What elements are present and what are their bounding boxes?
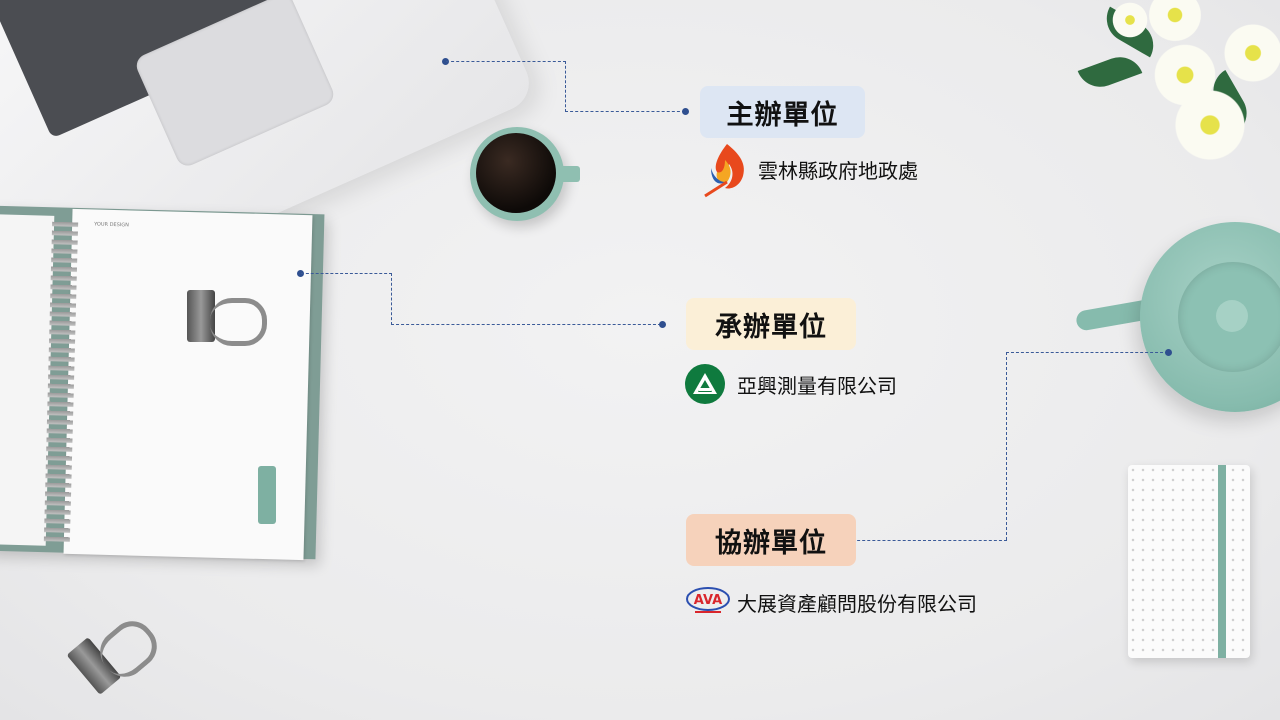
connector-dot xyxy=(682,108,689,115)
connector-line xyxy=(446,61,566,62)
binder-clip-wire xyxy=(210,298,267,346)
co-organizer-name: 大展資產顧問股份有限公司 xyxy=(737,592,977,616)
notebook-header: YOUR DESIGN xyxy=(94,221,129,229)
organizer-name: 雲林縣政府地政處 xyxy=(758,159,918,183)
connector-dot xyxy=(297,270,304,277)
connector-line xyxy=(1006,352,1007,540)
connector-line xyxy=(565,111,685,112)
co-organizer-label: 協辦單位 xyxy=(686,514,856,566)
teapot-knob xyxy=(1216,300,1248,332)
contractor-label: 承辦單位 xyxy=(686,298,856,350)
organizer-label: 主辦單位 xyxy=(700,86,865,138)
connector-line xyxy=(391,273,392,325)
leaf xyxy=(1077,50,1143,94)
ava-logo-icon: AVA xyxy=(686,587,730,613)
connector-line xyxy=(301,273,392,274)
notebook-elastic-band xyxy=(1218,465,1226,658)
daisy-flower xyxy=(1170,85,1250,165)
connector-dot xyxy=(1165,349,1172,356)
connector-dot xyxy=(442,58,449,65)
coffee xyxy=(476,133,556,213)
connector-line xyxy=(1006,352,1168,353)
daisy-flower xyxy=(1145,0,1205,45)
connector-line xyxy=(565,61,566,112)
dotted-notebook xyxy=(1128,465,1250,658)
yunlin-flame-logo-icon xyxy=(704,144,744,198)
connector-dot xyxy=(659,321,666,328)
yaxing-logo-icon xyxy=(685,364,725,404)
ava-logo-text: AVA xyxy=(694,593,722,608)
connector-line xyxy=(847,540,1007,541)
daisy-flower xyxy=(1110,0,1150,40)
contractor-name: 亞興測量有限公司 xyxy=(737,374,897,398)
daisy-flower xyxy=(1220,20,1280,86)
connector-line xyxy=(391,324,661,325)
notebook-bookmark xyxy=(258,466,276,524)
cup-handle xyxy=(560,166,580,182)
